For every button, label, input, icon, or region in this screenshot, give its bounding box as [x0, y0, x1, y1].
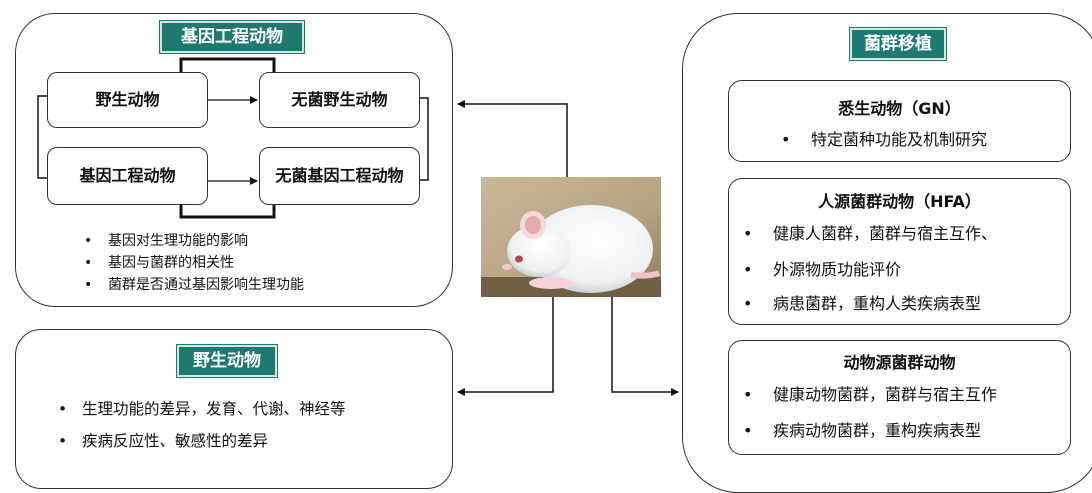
box-germfree-wild-animal: 无菌野生动物	[259, 72, 420, 128]
gn-title: 悉生动物（GN）	[838, 99, 961, 118]
hfa-bullet-1: 健康人菌群，菌群与宿主互作、	[743, 222, 997, 246]
wild-bullet-1: 生理功能的差异，发育、代谢、神经等	[58, 397, 345, 421]
gn-box: 悉生动物（GN） 特定菌种功能及机制研究	[728, 80, 1071, 162]
box-gm-animal: 基因工程动物	[47, 147, 208, 205]
transplant-panel-tag: 菌群移植	[849, 27, 947, 61]
animal-flora-bullet-1: 健康动物菌群，菌群与宿主互作	[743, 383, 997, 407]
animal-flora-title: 动物源菌群动物	[843, 353, 956, 372]
hfa-bullet-2: 病患菌群，重构人类疾病表型	[743, 292, 981, 316]
gm-bullet-1: 基因对生理功能的影响	[84, 230, 248, 252]
hfa-box: 人源菌群动物（HFA） 健康人菌群，菌群与宿主互作、 外源物质功能评价 病患菌群…	[728, 178, 1071, 325]
gm-bullet-3: 菌群是否通过基因影响生理功能	[84, 274, 304, 296]
hfa-title: 人源菌群动物（HFA）	[818, 192, 981, 211]
animal-flora-box: 动物源菌群动物 健康动物菌群，菌群与宿主互作 疾病动物菌群，重构疾病表型	[728, 340, 1071, 455]
gm-panel-tag: 基因工程动物	[159, 20, 305, 54]
hfa-bullet-1-cont: 外源物质功能评价	[743, 258, 901, 282]
connector-lines	[37, 57, 679, 396]
animal-flora-bullet-2: 疾病动物菌群，重构疾病表型	[743, 419, 981, 443]
white-mouse-photo	[481, 177, 661, 297]
wild-bullet-2: 疾病反应性、敏感性的差异	[58, 429, 268, 453]
wild-panel-tag: 野生动物	[176, 344, 278, 378]
box-wild-animal: 野生动物	[47, 72, 208, 128]
gn-bullet-1: 特定菌种功能及机制研究	[781, 128, 987, 152]
box-germfree-gm-animal: 无菌基因工程动物	[259, 147, 420, 205]
gm-bullet-2: 基因与菌群的相关性	[84, 252, 234, 274]
